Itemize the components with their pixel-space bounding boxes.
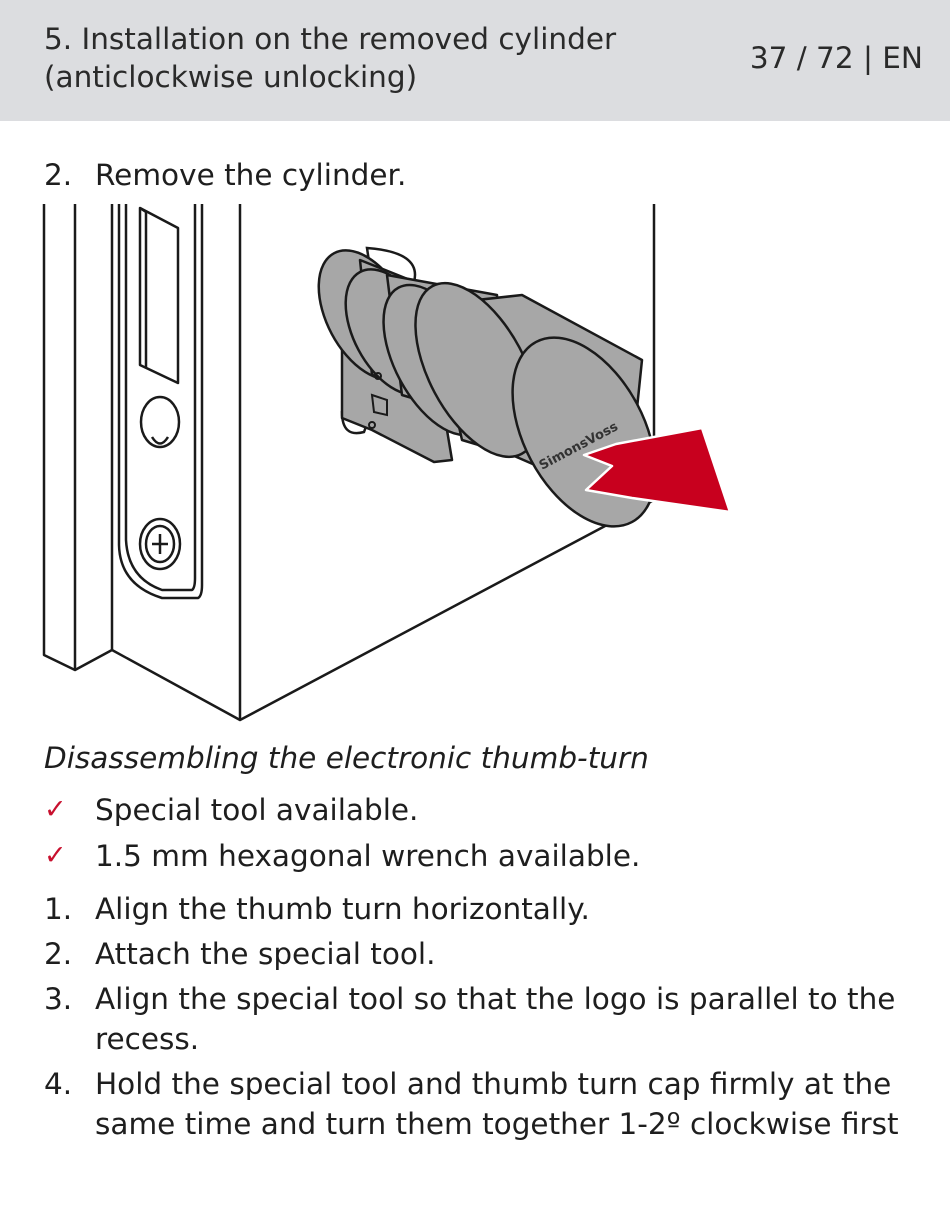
step-text-line: Align the special tool so that the logo … [95,982,896,1016]
step-text-line: recess. [95,1022,200,1056]
step-number: 2. [44,158,73,192]
section-title: 5. Installation on the removed cylinder … [44,20,704,96]
cylinder-removal-illustration: SimonsVoss [42,200,732,725]
page-indicator: 37 / 72 | EN [749,41,923,75]
step-number: 3. [44,982,73,1016]
step-text: Attach the special tool. [95,934,895,974]
section-title-line-2: (anticlockwise unlocking) [44,60,418,94]
cylinder-removal-drawing: SimonsVoss [42,204,732,722]
step-text: Align the thumb turn horizontally. [95,889,895,929]
disassembling-heading: Disassembling the electronic thumb-turn [44,741,649,775]
step-number: 4. [44,1067,73,1101]
step-text: Align the special tool so that the logo … [95,979,895,1059]
pull-arrow-icon [582,426,732,514]
page-header: 5. Installation on the removed cylinder … [0,0,950,121]
step-text: Remove the cylinder. [95,158,407,192]
prerequisite-text: Special tool available. [95,793,419,827]
step-number: 2. [44,937,73,971]
section-title-line-1: 5. Installation on the removed cylinder [44,22,617,56]
prerequisite-text: 1.5 mm hexagonal wrench available. [95,839,641,873]
check-icon: ✓ [44,840,67,871]
step-text-line: Align the thumb turn horizontally. [95,892,590,926]
check-icon: ✓ [44,794,67,825]
step-text-line: same time and turn them together 1-2º cl… [95,1107,899,1141]
step-text-line: Attach the special tool. [95,937,436,971]
step-text: Hold the special tool and thumb turn cap… [95,1064,899,1144]
step-text-line: Hold the special tool and thumb turn cap… [95,1067,892,1101]
step-number: 1. [44,892,73,926]
